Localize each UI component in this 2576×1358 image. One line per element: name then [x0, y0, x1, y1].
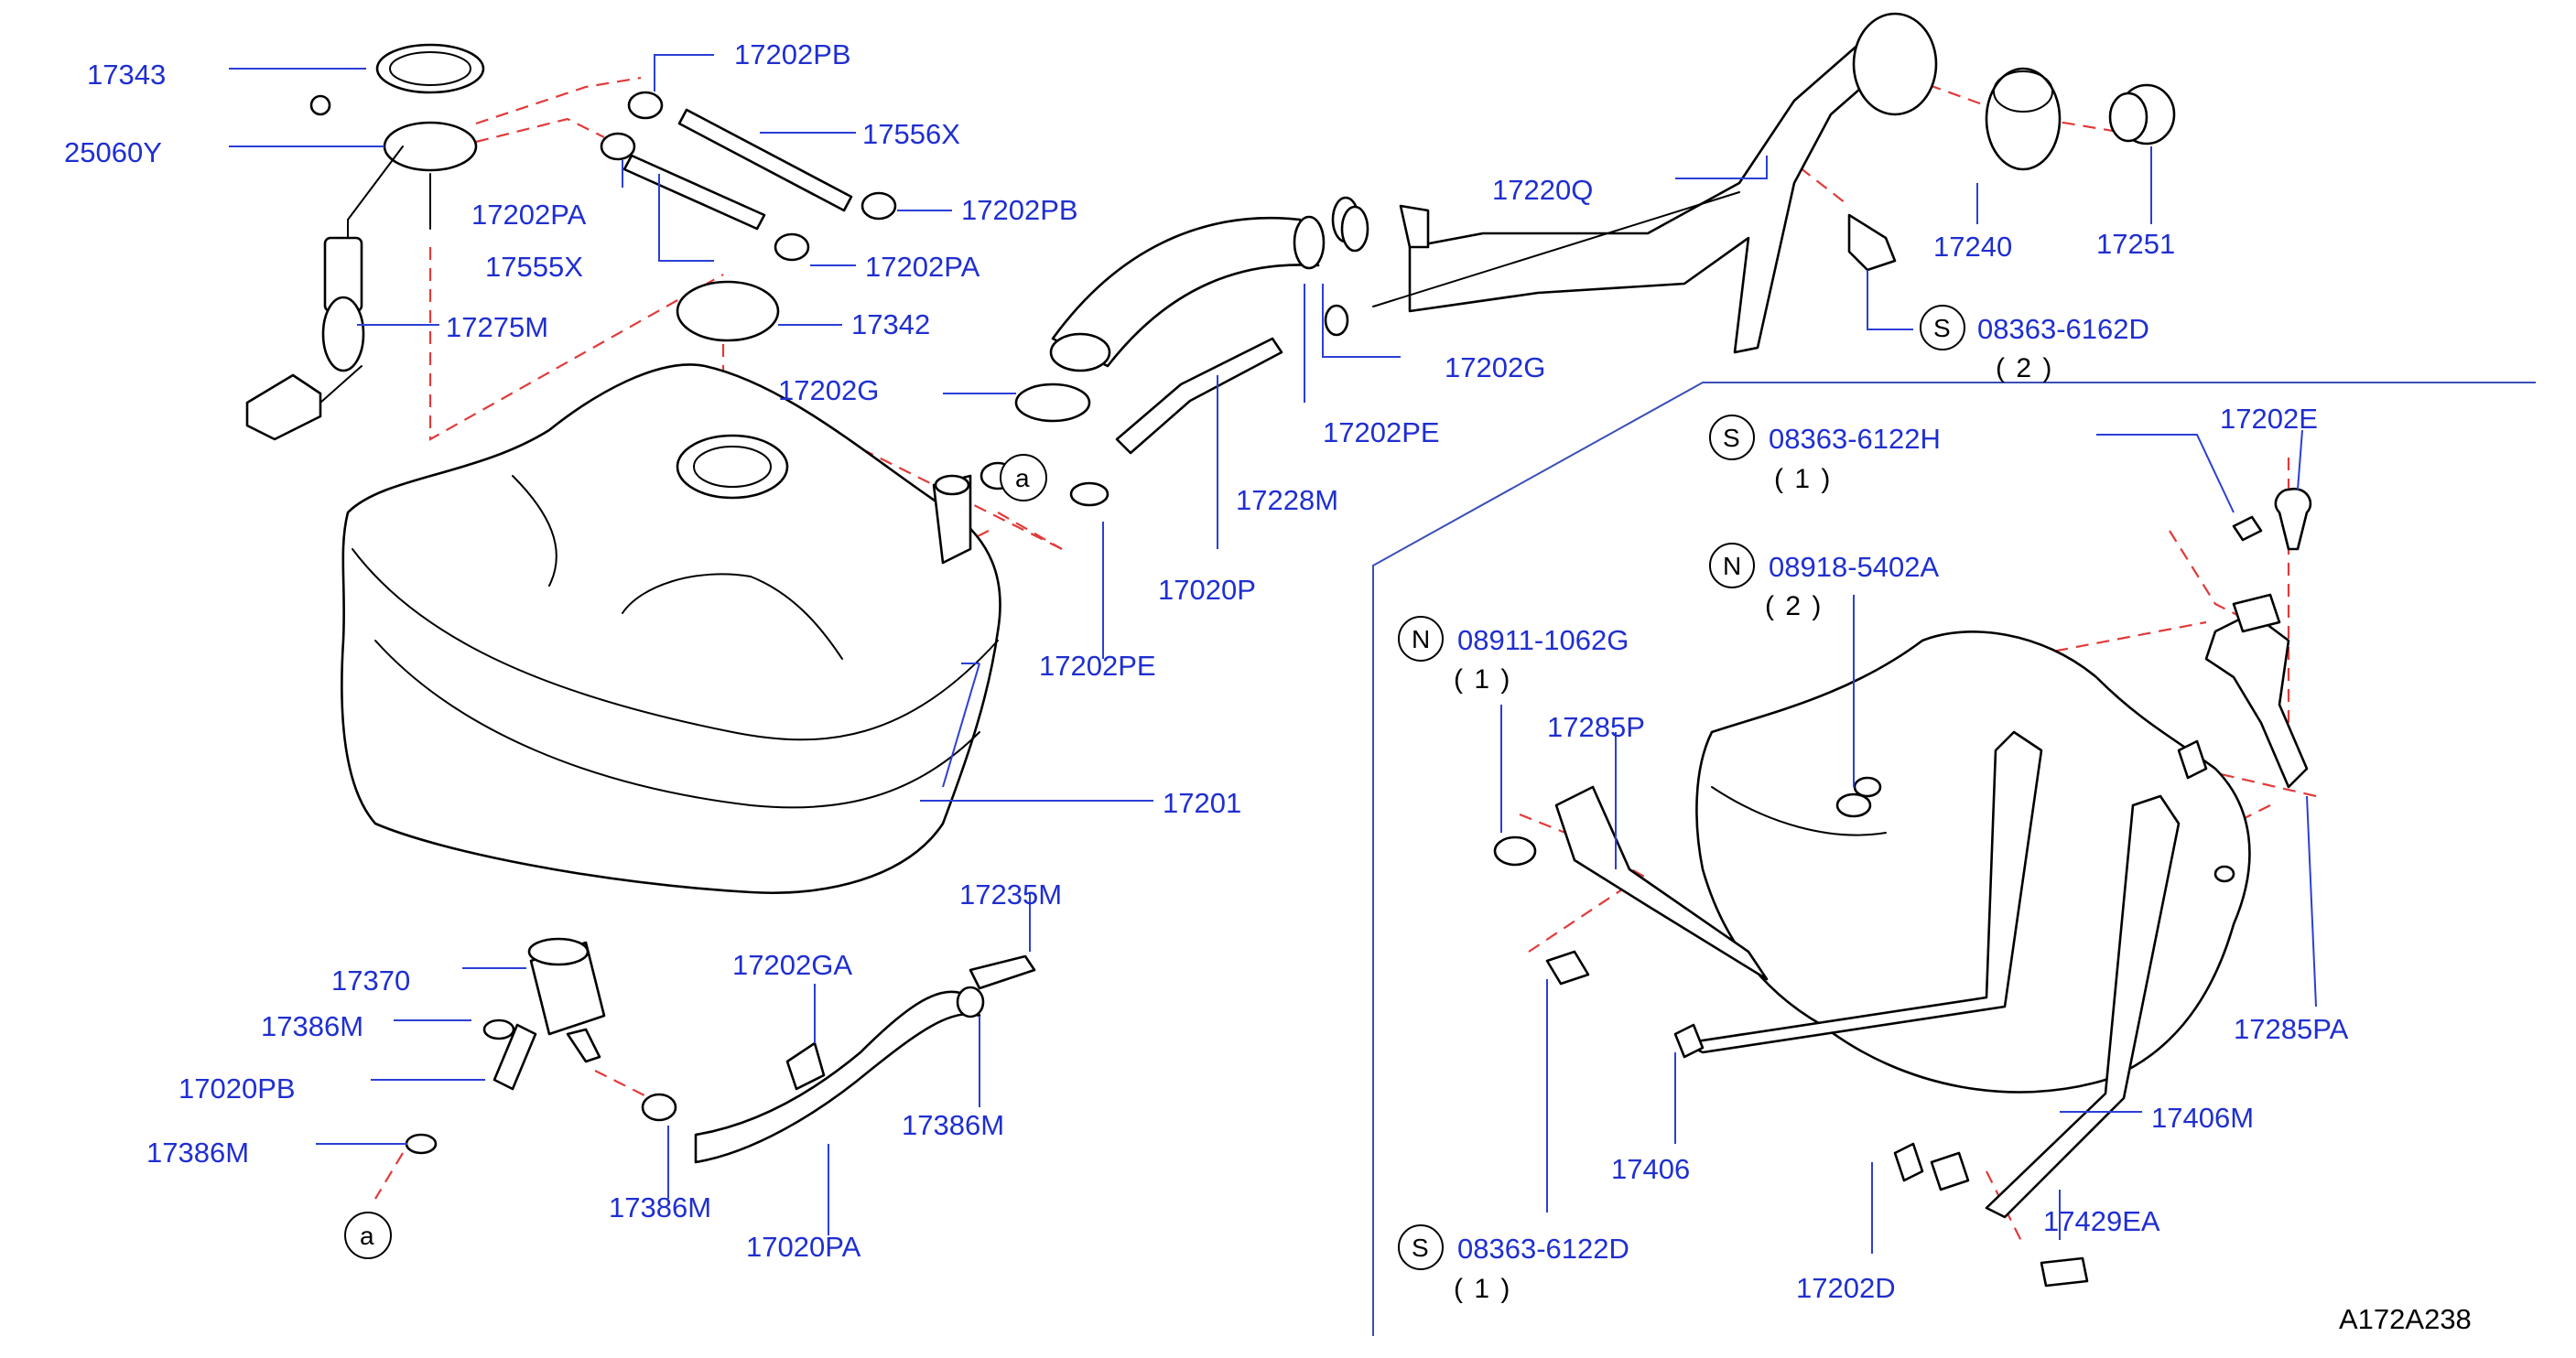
section-divider [1372, 382, 2536, 1336]
label-08363-6122H[interactable]: 08363-6122H [1769, 423, 1941, 455]
label-17202G-right[interactable]: 17202G [1445, 351, 1545, 383]
seal-ring-17343 [375, 43, 485, 94]
label-17386M-a[interactable]: 17386M [261, 1010, 363, 1042]
label-17020PA[interactable]: 17020PA [746, 1231, 861, 1263]
label-17202PA-right[interactable]: 17202PA [865, 251, 980, 283]
label-17285PA[interactable]: 17285PA [2234, 1013, 2349, 1045]
label-17228M[interactable]: 17228M [1236, 484, 1338, 516]
qty-08363-6122H: ( 1 ) [1774, 464, 1832, 494]
label-17020P[interactable]: 17020P [1158, 574, 1256, 606]
bolt-08363-6162D [1847, 213, 1897, 272]
label-17555X[interactable]: 17555X [485, 251, 583, 283]
svg-text:a: a [1015, 464, 1030, 492]
svg-text:S: S [1412, 1234, 1429, 1262]
vent-hoses [600, 91, 897, 262]
label-17202G-left[interactable]: 17202G [778, 374, 879, 406]
prefix-s-6162D: S [1920, 305, 1965, 350]
svg-text:N: N [1723, 552, 1741, 580]
callout-a-bottom: a [344, 1212, 392, 1259]
filler-hose-17228M [1049, 215, 1326, 372]
prefix-n-5402A: N [1709, 543, 1755, 588]
label-08363-6122D[interactable]: 08363-6122D [1457, 1233, 1629, 1265]
label-17202D[interactable]: 17202D [1796, 1272, 1896, 1304]
fasteners-right [1493, 487, 2312, 1288]
fuel-level-sender-25060Y [245, 94, 478, 441]
check-valve-17235M [956, 954, 1036, 1018]
leader-lines [229, 54, 2317, 1254]
qty-08918-5402A: ( 2 ) [1765, 591, 1823, 621]
protector-17285P [1554, 785, 1769, 981]
label-17343[interactable]: 17343 [87, 59, 166, 91]
prefix-s-6122H: S [1709, 415, 1755, 460]
label-17202PE-upper[interactable]: 17202PE [1323, 416, 1440, 448]
reference-code: A172A238 [2339, 1303, 2472, 1335]
label-17386M-b[interactable]: 17386M [146, 1137, 249, 1169]
label-17406M[interactable]: 17406M [2151, 1102, 2254, 1134]
svg-text:S: S [1933, 314, 1951, 342]
label-17429EA[interactable]: 17429EA [2043, 1205, 2160, 1237]
label-17556X[interactable]: 17556X [862, 118, 960, 150]
fuel-filler-cap-17251 [2108, 83, 2176, 146]
label-08918-5402A[interactable]: 08918-5402A [1769, 551, 1939, 583]
label-17202GA[interactable]: 17202GA [732, 949, 852, 981]
label-17406[interactable]: 17406 [1611, 1153, 1690, 1185]
gasket-17342 [676, 280, 780, 342]
fuel-filter-17370 [527, 937, 606, 1063]
qty-08363-6162D: ( 2 ) [1996, 353, 2053, 383]
label-17275M[interactable]: 17275M [446, 311, 548, 343]
protector-17285PA [2204, 593, 2309, 789]
label-17202E[interactable]: 17202E [2220, 403, 2318, 435]
label-08363-6162D[interactable]: 08363-6162D [1977, 313, 2149, 345]
prefix-s-6122D: S [1398, 1224, 1444, 1270]
label-17386M-d[interactable]: 17386M [609, 1191, 711, 1223]
fuel-tank-lower-view [1695, 630, 2251, 1094]
label-17370[interactable]: 17370 [331, 965, 410, 997]
qty-08363-6122D: ( 1 ) [1454, 1274, 1511, 1304]
svg-text:a: a [360, 1222, 374, 1250]
label-17202PB-upper[interactable]: 17202PB [734, 38, 851, 70]
label-08911-1062G[interactable]: 08911-1062G [1457, 624, 1629, 656]
prefix-n-1062G: N [1398, 616, 1444, 662]
filler-tube-17220Q [1331, 12, 1938, 354]
label-17235M[interactable]: 17235M [959, 878, 1062, 911]
label-17020PB[interactable]: 17020PB [179, 1072, 296, 1105]
label-25060Y[interactable]: 25060Y [64, 136, 162, 168]
label-17342[interactable]: 17342 [851, 308, 930, 340]
label-17251[interactable]: 17251 [2096, 228, 2175, 260]
label-17386M-c[interactable]: 17386M [902, 1109, 1004, 1141]
label-17202PA-left[interactable]: 17202PA [471, 199, 587, 231]
tank-strap-17406 [1673, 730, 2043, 1059]
callout-a-top: a [1000, 454, 1047, 501]
label-17240[interactable]: 17240 [1933, 231, 2012, 263]
svg-text:S: S [1723, 424, 1740, 452]
label-17220Q[interactable]: 17220Q [1492, 174, 1593, 206]
fuel-hose-17020PB [405, 1018, 537, 1155]
qty-08911-1062G: ( 1 ) [1454, 664, 1511, 695]
label-17285P[interactable]: 17285P [1547, 711, 1645, 743]
label-17201[interactable]: 17201 [1163, 787, 1241, 819]
fuel-tank-17201 [341, 363, 1001, 894]
label-17202PB-right[interactable]: 17202PB [961, 194, 1078, 226]
hose-clamps [980, 304, 1349, 507]
filler-neck-seal-17240 [1985, 67, 2062, 171]
svg-text:N: N [1412, 625, 1430, 653]
label-17202PE-lower[interactable]: 17202PE [1039, 650, 1156, 682]
breather-hose-17020P [1115, 337, 1283, 455]
